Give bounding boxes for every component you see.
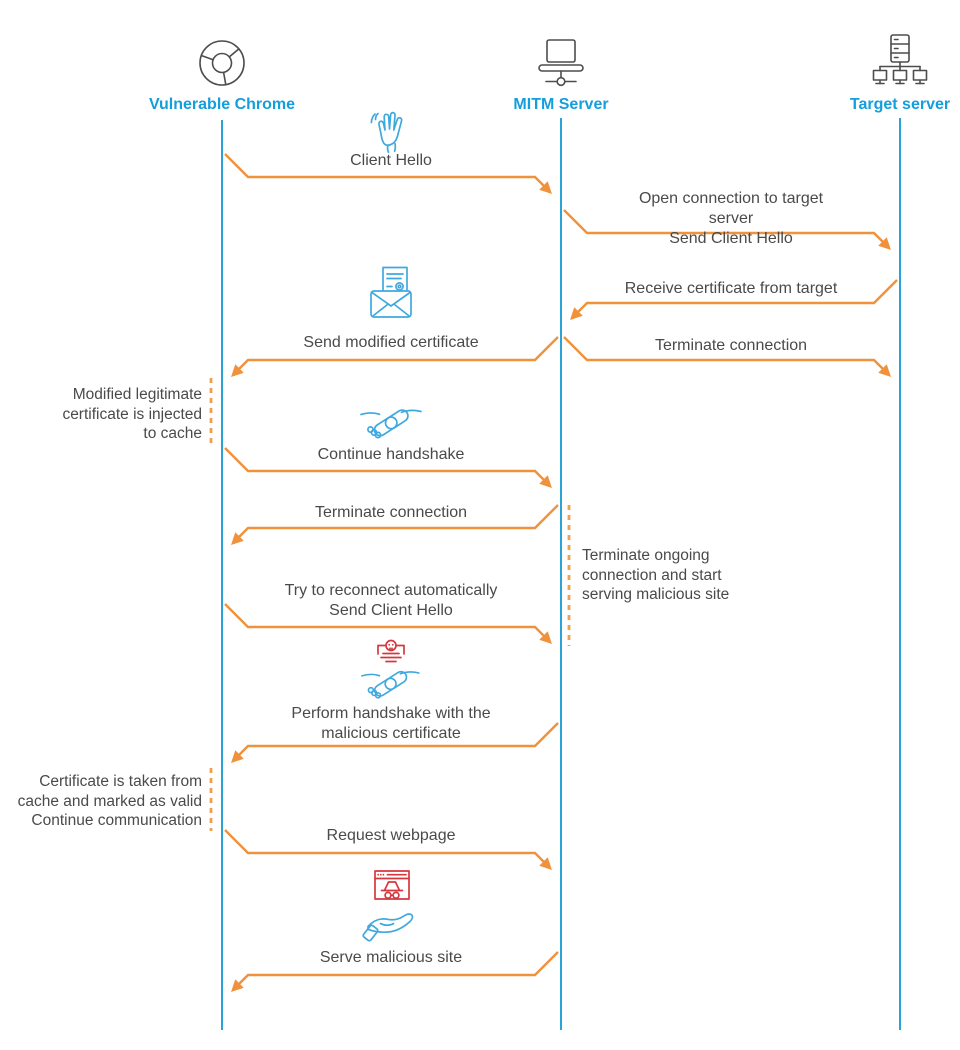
arrow-perform-malicious-handshake xyxy=(231,722,559,763)
actor-vulnerable-chrome: Vulnerable Chrome xyxy=(148,96,296,113)
handshake-icon xyxy=(360,409,422,439)
arrow-terminate-connection-chrome xyxy=(231,504,559,545)
serve-malicious-site-icon xyxy=(362,870,414,942)
arrow-serve-malicious-site xyxy=(231,951,559,992)
arrow-terminate-connection-target xyxy=(563,336,891,377)
message-label-send-modified-certificate: Send modified certificate xyxy=(303,334,479,351)
message-label-terminate-connection-chrome: Terminate connection xyxy=(314,504,468,521)
laptop-network-icon xyxy=(538,39,584,87)
message-label-perform-malicious-handshake: Perform handshake with the malicious cer… xyxy=(291,705,491,742)
message-label-request-webpage: Request webpage xyxy=(326,827,456,844)
message-label-terminate-connection-target: Terminate connection xyxy=(654,337,808,354)
note-serve-malicious: Terminate ongoing connection and start s… xyxy=(582,547,730,603)
note-cache-valid: Certificate is taken from cache and mark… xyxy=(17,773,202,829)
arrow-open-connection xyxy=(563,209,891,250)
chrome-browser-icon xyxy=(199,40,245,86)
message-label-continue-handshake: Continue handshake xyxy=(317,446,465,463)
certificate-envelope-icon xyxy=(370,266,412,318)
actor-mitm-server: MITM Server xyxy=(513,96,609,113)
server-network-icon xyxy=(872,34,928,85)
message-label-serve-malicious-site: Serve malicious site xyxy=(319,949,463,966)
message-label-try-reconnect: Try to reconnect automatically Send Clie… xyxy=(284,582,498,619)
arrow-request-webpage xyxy=(224,829,552,870)
arrow-send-modified-certificate xyxy=(231,336,559,377)
arrow-receive-certificate xyxy=(570,279,898,320)
message-label-receive-certificate: Receive certificate from target xyxy=(624,280,838,297)
arrow-client-hello xyxy=(224,153,552,194)
malicious-certificate-handshake-icon xyxy=(361,639,420,699)
arrow-continue-handshake xyxy=(224,447,552,488)
message-label-open-connection: Open connection to target server Send Cl… xyxy=(638,190,824,247)
actor-target-server: Target server xyxy=(849,96,951,113)
note-cache-injection: Modified legitimate certificate is injec… xyxy=(62,386,202,442)
message-label-client-hello: Client Hello xyxy=(350,152,432,169)
waving-hand-icon xyxy=(370,111,403,153)
arrow-try-reconnect xyxy=(224,603,552,644)
